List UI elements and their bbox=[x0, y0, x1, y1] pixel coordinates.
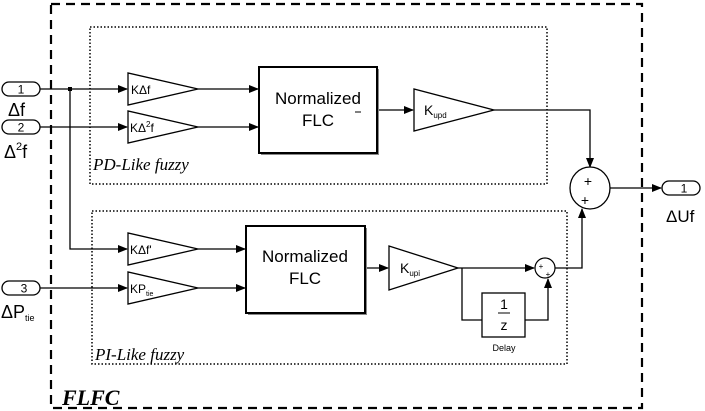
gain-k-df[interactable]: KΔf bbox=[127, 72, 199, 106]
flc-block-pi[interactable]: Normalized FLC bbox=[245, 225, 367, 315]
inport-1-label: Δf bbox=[8, 100, 26, 120]
inport-1-number: 1 bbox=[18, 83, 25, 97]
sum-pi-sign-bottom: + bbox=[546, 270, 551, 279]
sum-main-sign-bottom: + bbox=[581, 192, 589, 208]
pd-group-label: PD-Like fuzzy bbox=[92, 155, 189, 174]
flc-block-pd[interactable]: Normalized FLC bbox=[258, 66, 379, 155]
pd-group-border bbox=[89, 26, 548, 185]
pi-group-label: PI-Like fuzzy bbox=[94, 345, 185, 364]
gain-k-ptie[interactable]: KPtie bbox=[127, 271, 199, 305]
delay-numerator: 1 bbox=[500, 296, 508, 312]
outport-1-label: ΔUf bbox=[666, 207, 695, 226]
gain-k-d2f[interactable]: KΔ2f bbox=[127, 110, 199, 144]
flc-pi-line2: FLC bbox=[289, 269, 321, 288]
delay-block[interactable]: 1 z bbox=[481, 292, 526, 338]
inport-2-number: 2 bbox=[18, 121, 25, 135]
inport-3-label: ΔPtie bbox=[1, 302, 35, 323]
delay-denominator: z bbox=[501, 317, 508, 333]
flc-pd-line2: FLC bbox=[302, 111, 334, 130]
gain-k-dfp[interactable]: KΔf' bbox=[127, 232, 199, 266]
gain-k-upi[interactable]: Kupi bbox=[388, 245, 461, 291]
gain-k-d2f-label: KΔ2f bbox=[130, 120, 154, 135]
sum-pi[interactable]: + + bbox=[534, 257, 556, 279]
inport-2-label: Δ2f bbox=[4, 141, 28, 162]
flc-pi-line1: Normalized bbox=[262, 247, 348, 266]
gain-k-ptie-label: KPtie bbox=[130, 282, 154, 298]
delay-label: Delay bbox=[492, 343, 516, 353]
flc-pd-line1: Normalized bbox=[275, 89, 361, 108]
gain-k-dfp-label: KΔf' bbox=[130, 243, 152, 257]
signal-kupd-to-sum bbox=[494, 109, 594, 168]
gain-k-upd-label: Kupd bbox=[424, 102, 447, 120]
signal-branch-to-kdfp bbox=[69, 89, 128, 253]
inport-1[interactable]: 1 bbox=[1, 81, 41, 97]
flfc-subsystem-border bbox=[49, 2, 644, 410]
inport-3-number: 3 bbox=[21, 282, 28, 296]
sum-main[interactable]: + + bbox=[569, 166, 611, 210]
inport-2[interactable]: 2 bbox=[1, 119, 41, 135]
sum-main-sign-top: + bbox=[584, 173, 592, 189]
signal-pisum-to-mainsum bbox=[555, 208, 586, 269]
flfc-title: FLFC bbox=[61, 385, 120, 410]
gain-k-upd[interactable]: Kupd bbox=[413, 88, 497, 132]
outport-1-number: 1 bbox=[681, 182, 688, 196]
signal-kupi-to-delay bbox=[461, 268, 482, 321]
gain-k-df-label: KΔf bbox=[131, 83, 151, 97]
branch-point bbox=[68, 87, 72, 91]
gain-k-upi-label: Kupi bbox=[400, 260, 420, 278]
sum-pi-sign-left: + bbox=[539, 262, 544, 271]
outport-1[interactable]: 1 bbox=[661, 180, 701, 196]
signal-delay-to-sum bbox=[525, 278, 552, 321]
inport-3[interactable]: 3 bbox=[1, 280, 41, 296]
